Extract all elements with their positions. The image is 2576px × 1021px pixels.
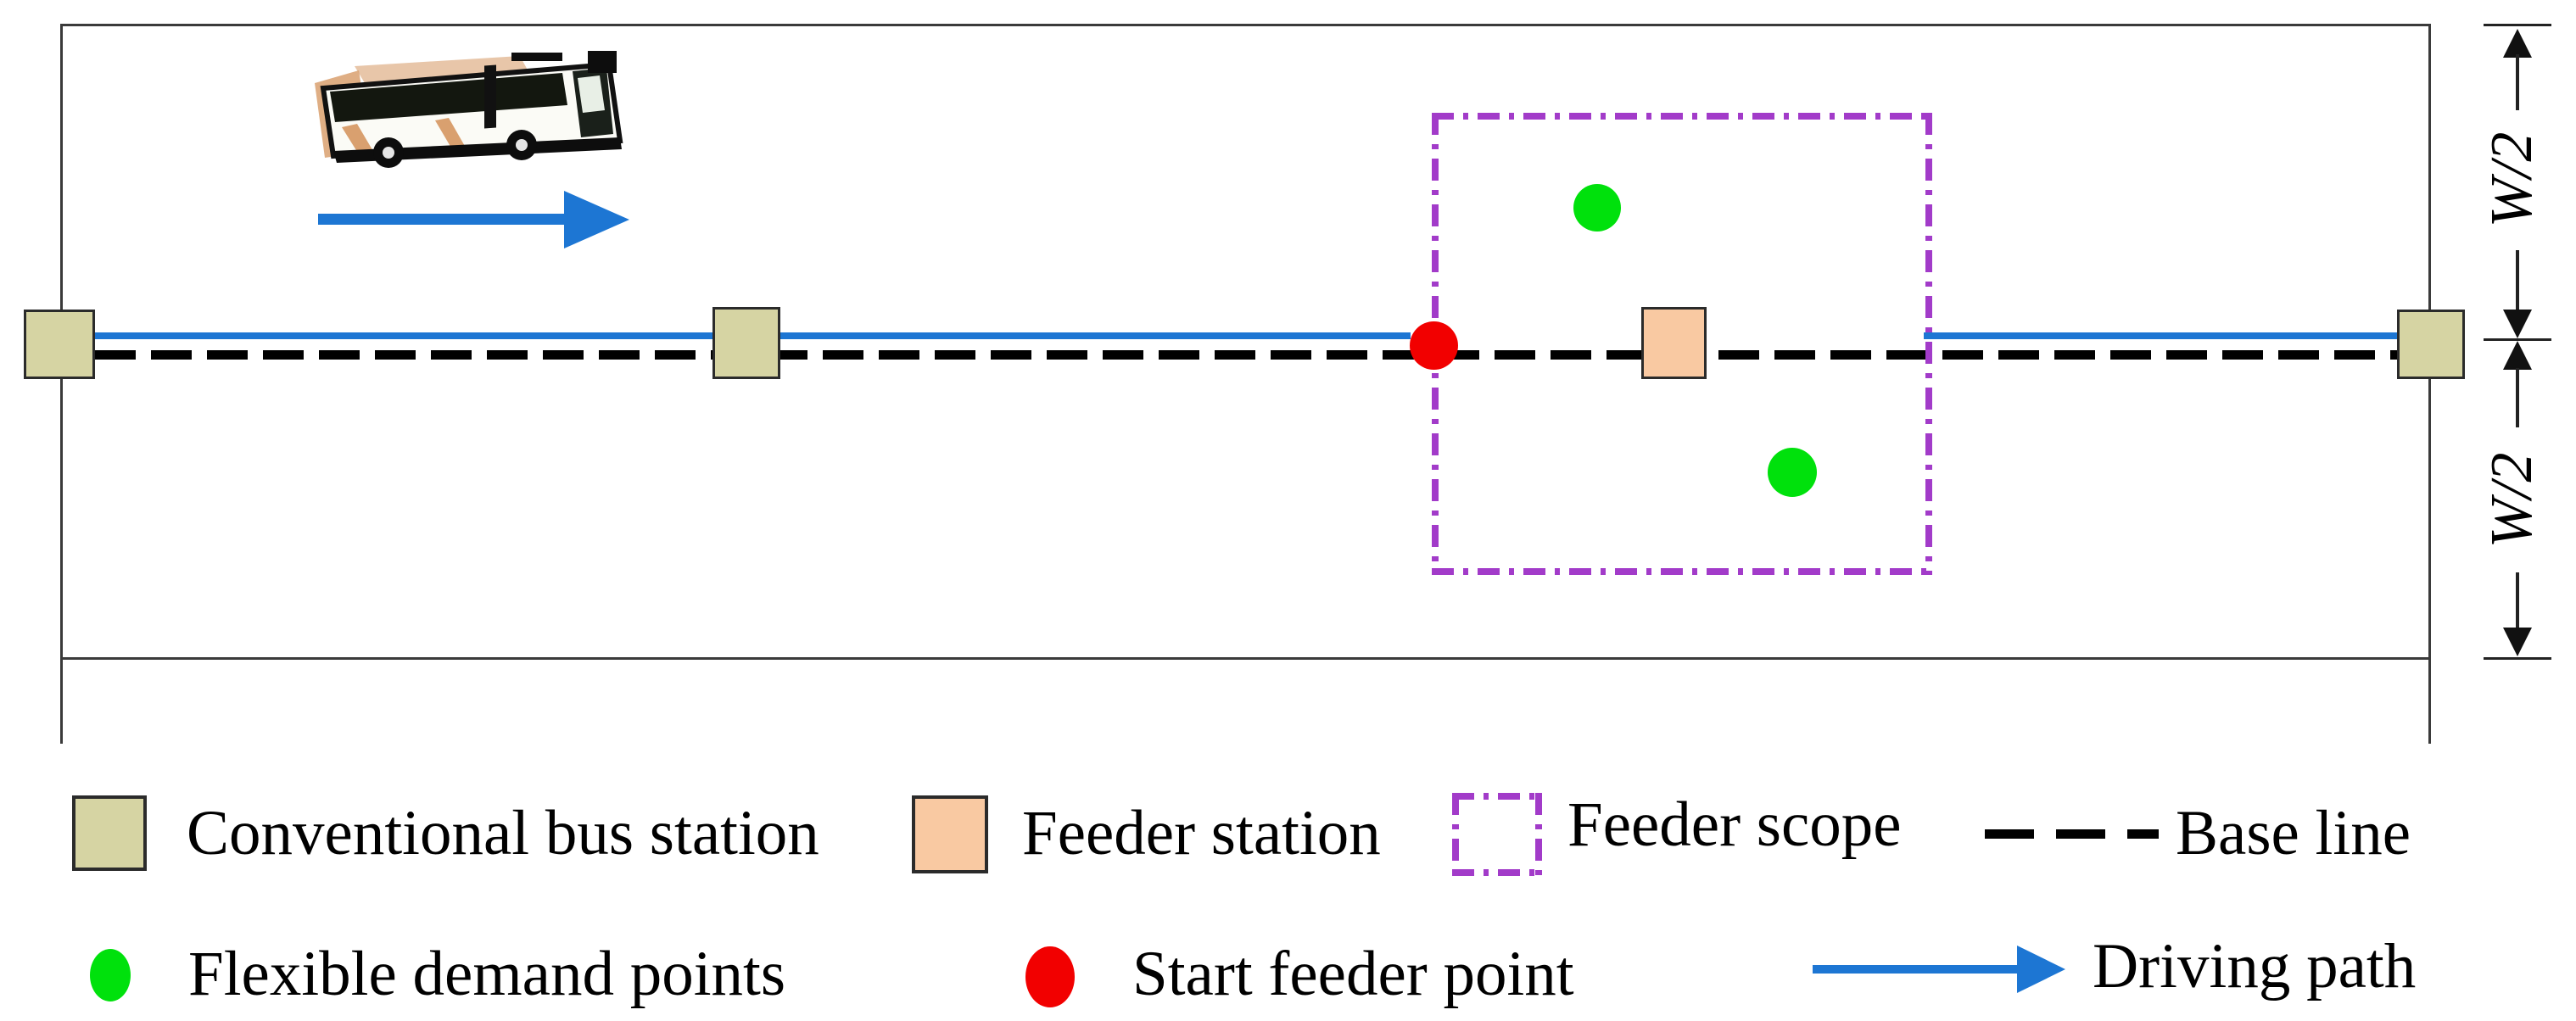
flexible-demand-point-2 xyxy=(1768,448,1817,497)
conventional-station-right xyxy=(2397,310,2465,379)
bus-roof-rack xyxy=(511,53,562,61)
bus-rear-hub xyxy=(383,147,394,159)
dim-tick-top xyxy=(2484,24,2551,26)
bus-door xyxy=(484,64,496,129)
corridor-left-border xyxy=(60,24,63,744)
dim-tick-middle xyxy=(2484,338,2551,341)
feeder-scope-right xyxy=(1925,113,1932,575)
w-half-label-upper: W/2 xyxy=(2479,131,2545,228)
legend-scope-bottom xyxy=(1452,869,1542,876)
dim-arrow-up-1 xyxy=(2503,29,2532,58)
flexible-demand-point-1 xyxy=(1573,184,1621,232)
bus-mirror xyxy=(588,51,617,73)
legend-driving-path-head xyxy=(2017,946,2065,993)
legend-feeder-station-swatch xyxy=(912,795,988,873)
conventional-station-left xyxy=(24,310,95,379)
legend-start-feeder-swatch xyxy=(1025,946,1075,1007)
legend-driving-path-label: Driving path xyxy=(2093,931,2417,1001)
corridor-right-border xyxy=(2428,24,2431,744)
bus-direction-arrow-head xyxy=(564,191,629,248)
dim-line-4 xyxy=(2516,572,2519,628)
dim-arrow-up-2 xyxy=(2503,341,2532,370)
bus-direction-arrow-shaft xyxy=(318,214,568,225)
legend-base-line-label: Base line xyxy=(2176,798,2411,868)
legend-feeder-scope-swatch xyxy=(1452,793,1542,876)
start-feeder-point-dot xyxy=(1410,321,1458,370)
dim-tick-bottom xyxy=(2484,657,2551,660)
bus-stripe-2 xyxy=(435,118,466,149)
dim-arrow-down-2 xyxy=(2503,628,2532,656)
legend-base-line-swatch xyxy=(1985,829,2159,839)
base-line xyxy=(95,350,2397,360)
legend-scope-top xyxy=(1452,793,1542,800)
legend-scope-right xyxy=(1535,793,1542,876)
legend-conventional-station-label: Conventional bus station xyxy=(187,798,819,868)
legend-scope-left xyxy=(1452,793,1459,876)
bus-windshield-glass xyxy=(578,75,605,113)
corridor-bottom-border xyxy=(60,657,2431,660)
legend-start-feeder-label: Start feeder point xyxy=(1132,939,1574,1009)
dim-line-3 xyxy=(2516,368,2519,427)
dim-line-1 xyxy=(2516,54,2519,110)
legend-flexible-demand-swatch xyxy=(90,949,131,1001)
dim-line-2 xyxy=(2516,250,2519,313)
feeder-scope-top xyxy=(1432,113,1932,120)
legend-driving-path-shaft xyxy=(1813,965,2020,974)
feeder-station-square xyxy=(1641,307,1707,379)
conventional-station-middle xyxy=(712,307,780,379)
bus-undercarriage xyxy=(333,137,622,163)
bus-window-band xyxy=(330,73,567,122)
dim-arrow-down-1 xyxy=(2503,310,2532,338)
legend-feeder-station-label: Feeder station xyxy=(1022,798,1381,868)
bus-stripe-1 xyxy=(342,124,374,154)
w-half-label-lower: W/2 xyxy=(2479,452,2545,549)
legend-feeder-scope-label: Feeder scope xyxy=(1567,789,1902,860)
bus-front-hub xyxy=(516,139,528,151)
legend-conventional-station-swatch xyxy=(72,795,147,871)
legend-flexible-demand-label: Flexible demand points xyxy=(188,939,786,1009)
driving-path-line-right xyxy=(1924,332,2397,339)
corridor-top-border xyxy=(60,24,2431,26)
feeder-scope-bottom xyxy=(1432,568,1932,575)
bus-image xyxy=(315,51,623,168)
